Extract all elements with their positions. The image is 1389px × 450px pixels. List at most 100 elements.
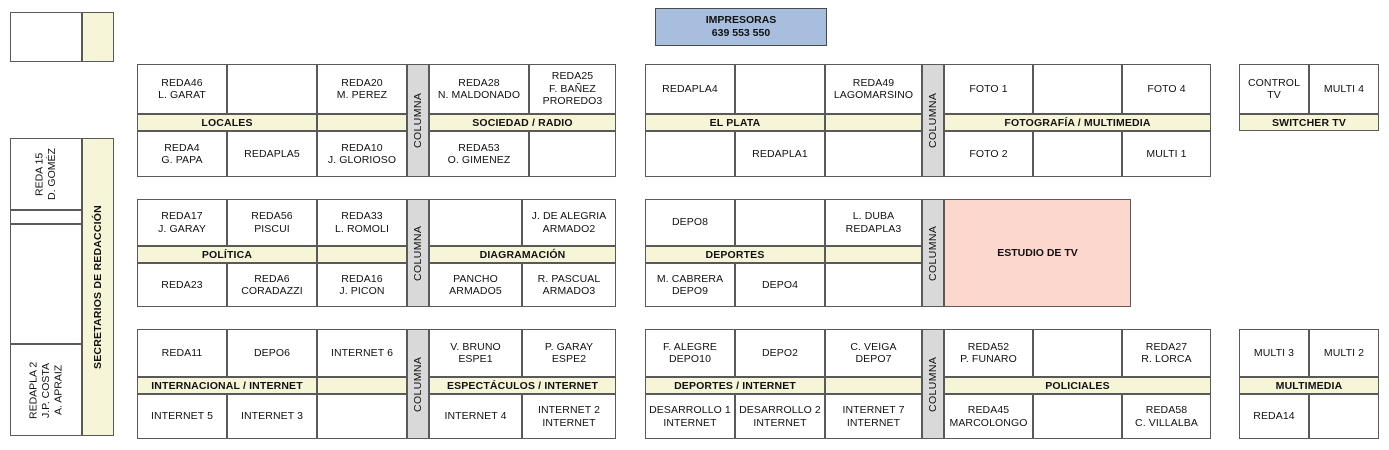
block-label-locales-cont: [317, 114, 407, 131]
desk-cell[interactable]: REDAPLA4: [645, 64, 735, 114]
secretarios-de-redaccion-block: REDA 15 D. GOMÉZ REDAPLA 2 J.P. COSTA A.…: [10, 138, 114, 436]
desk-cell[interactable]: REDA16 J. PICON: [317, 263, 407, 307]
block-label-internacional-internet: INTERNACIONAL / INTERNET: [137, 377, 317, 394]
desk-cell[interactable]: INTERNET 3: [227, 394, 317, 439]
columna-divider: COLUMNA: [922, 329, 944, 439]
printers-title: IMPRESORAS: [705, 14, 777, 26]
desk-cell[interactable]: [429, 199, 522, 246]
desk-cell[interactable]: REDA20 M. PEREZ: [317, 64, 407, 114]
desk-cell[interactable]: C. VEIGA DEPO7: [825, 329, 922, 377]
desk-cell[interactable]: INTERNET 7 INTERNET: [825, 394, 922, 439]
desk-cell[interactable]: REDA27 R. LORCA: [1122, 329, 1211, 377]
block-label-locales: LOCALES: [137, 114, 317, 131]
desk-cell[interactable]: REDA10 J. GLORIOSO: [317, 131, 407, 177]
desk-cell[interactable]: [1033, 394, 1122, 439]
block-label-switcher-tv: SWITCHER TV: [1239, 114, 1379, 131]
desk-cell[interactable]: REDA14: [1239, 394, 1309, 439]
desk-cell[interactable]: PANCHO ARMADO5: [429, 263, 522, 307]
columna-divider: COLUMNA: [407, 64, 429, 177]
columna-divider: COLUMNA: [922, 64, 944, 177]
desk-cell[interactable]: [645, 131, 735, 177]
desk-cell[interactable]: M. CABRERA DEPO9: [645, 263, 735, 307]
desk-cell[interactable]: INTERNET 5: [137, 394, 227, 439]
desk-cell[interactable]: REDA17 J. GARAY: [137, 199, 227, 246]
block-internacional-espectaculos: REDA11 DEPO6 INTERNACIONAL / INTERNET IN…: [137, 329, 616, 439]
desk-cell[interactable]: REDA52 P. FUNARO: [944, 329, 1033, 377]
desk-cell[interactable]: [825, 131, 922, 177]
desk-cell[interactable]: [529, 131, 616, 177]
desk-cell[interactable]: REDA28 N. MALDONADO: [429, 64, 529, 114]
desk-cell[interactable]: FOTO 2: [944, 131, 1033, 177]
block-deportesinternet-policiales: F. ALEGRE DEPO10 DEPO2 DEPORTES / INTERN…: [645, 329, 1211, 439]
desk-cell[interactable]: [1033, 329, 1122, 377]
desk-cell[interactable]: [735, 199, 825, 246]
desk-cell[interactable]: CONTROL TV: [1239, 64, 1309, 114]
desk-cell[interactable]: DESARROLLO 2 INTERNET: [735, 394, 825, 439]
desk-cell[interactable]: REDA11: [137, 329, 227, 377]
desk-cell[interactable]: REDA 15 D. GOMÉZ: [10, 138, 82, 210]
desk-cell[interactable]: INTERNET 6: [317, 329, 407, 377]
block-label-internacional-cont: [317, 377, 407, 394]
desk-cell[interactable]: INTERNET 2 INTERNET: [522, 394, 616, 439]
columna-divider: COLUMNA: [407, 329, 429, 439]
block-politica-diagramacion: REDA17 J. GARAY REDA56 PISCUI POLÍTICA R…: [137, 199, 616, 307]
desk-cell[interactable]: MULTI 3: [1239, 329, 1309, 377]
desk-cell[interactable]: REDAPLA 2 J.P. COSTA A. APRAIZ: [10, 344, 82, 436]
block-label-diagramacion: DIAGRAMACIÓN: [429, 246, 616, 263]
left-top-empty-desk[interactable]: [10, 12, 82, 62]
desk-cell[interactable]: L. DUBA REDAPLA3: [825, 199, 922, 246]
desk-cell[interactable]: DEPO2: [735, 329, 825, 377]
block-label-politica: POLÍTICA: [137, 246, 317, 263]
columna-divider: COLUMNA: [407, 199, 429, 307]
desk-cell[interactable]: V. BRUNO ESPE1: [429, 329, 522, 377]
desk-cell[interactable]: [1309, 394, 1379, 439]
secretarios-de-redaccion-label: SECRETARIOS DE REDACCIÓN: [82, 138, 114, 436]
desk-cell[interactable]: REDA25 F. BAÑEZ PROREDO3: [529, 64, 616, 114]
block-label-deportes-internet-cont: [825, 377, 922, 394]
desk-cell[interactable]: REDAPLA5: [227, 131, 317, 177]
desk-cell[interactable]: INTERNET 4: [429, 394, 522, 439]
block-deportes-estudio: DEPO8 DEPORTES M. CABRERA DEPO9 DEPO4 L.…: [645, 199, 1131, 307]
block-label-deportes-cont: [825, 246, 922, 263]
desk-cell[interactable]: [825, 263, 922, 307]
block-label-sociedad-radio: SOCIEDAD / RADIO: [429, 114, 616, 131]
desk-cell[interactable]: R. PASCUAL ARMADO3: [522, 263, 616, 307]
desk-cell[interactable]: FOTO 4: [1122, 64, 1211, 114]
desk-cell[interactable]: DEPO6: [227, 329, 317, 377]
desk-cell[interactable]: F. ALEGRE DEPO10: [645, 329, 735, 377]
block-label-fotografia-multimedia: FOTOGRAFÍA / MULTIMEDIA: [944, 114, 1211, 131]
desk-cell[interactable]: REDA33 L. ROMOLI: [317, 199, 407, 246]
desk-cell[interactable]: DESARROLLO 1 INTERNET: [645, 394, 735, 439]
desk-cell[interactable]: [735, 64, 825, 114]
desk-cell[interactable]: REDA46 L. GARAT: [137, 64, 227, 114]
desk-cell[interactable]: REDA58 C. VILLALBA: [1122, 394, 1211, 439]
desk-cell[interactable]: REDA45 MARCOLONGO: [944, 394, 1033, 439]
desk-cell[interactable]: REDA6 CORADAZZI: [227, 263, 317, 307]
desk-cell[interactable]: J. DE ALEGRIA ARMADO2: [522, 199, 616, 246]
left-top-empty-label: [82, 12, 114, 62]
desk-cell[interactable]: FOTO 1: [944, 64, 1033, 114]
desk-cell[interactable]: [227, 64, 317, 114]
desk-cell[interactable]: [317, 394, 407, 439]
desk-cell[interactable]: REDA23: [137, 263, 227, 307]
desk-cell[interactable]: [1033, 64, 1122, 114]
block-label-multimedia: MULTIMEDIA: [1239, 377, 1379, 394]
desk-cell[interactable]: DEPO8: [645, 199, 735, 246]
desk-cell[interactable]: REDA56 PISCUI: [227, 199, 317, 246]
block-switcher-tv: CONTROL TV MULTI 4 SWITCHER TV: [1239, 64, 1379, 131]
desk-cell[interactable]: REDAPLA1: [735, 131, 825, 177]
desk-cell[interactable]: [10, 224, 82, 344]
desk-cell[interactable]: MULTI 4: [1309, 64, 1379, 114]
desk-cell[interactable]: [10, 210, 82, 224]
desk-cell[interactable]: REDA4 G. PAPA: [137, 131, 227, 177]
estudio-de-tv-area[interactable]: ESTUDIO DE TV: [944, 199, 1131, 307]
block-label-politica-cont: [317, 246, 407, 263]
desk-cell[interactable]: REDA49 LAGOMARSINO: [825, 64, 922, 114]
desk-cell[interactable]: [1033, 131, 1122, 177]
desk-cell[interactable]: P. GARAY ESPE2: [522, 329, 616, 377]
desk-cell[interactable]: REDA53 O. GIMENEZ: [429, 131, 529, 177]
desk-cell[interactable]: MULTI 2: [1309, 329, 1379, 377]
desk-cell[interactable]: DEPO4: [735, 263, 825, 307]
desk-cell[interactable]: MULTI 1: [1122, 131, 1211, 177]
